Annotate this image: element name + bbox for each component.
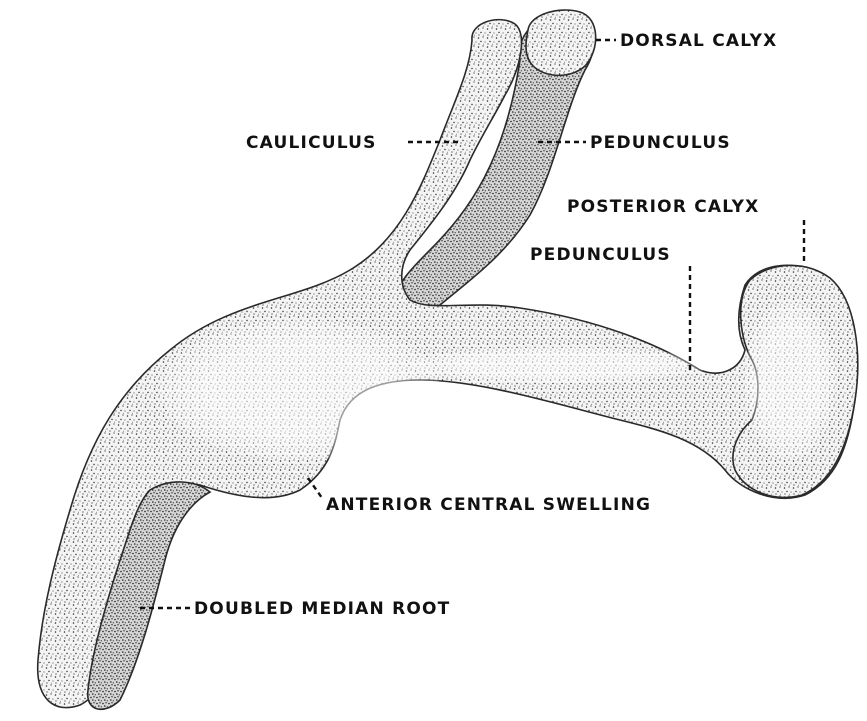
label-posterior-calyx: POSTERIOR CALYX — [567, 197, 759, 217]
label-pedunculus-lower: PEDUNCULUS — [530, 245, 671, 265]
dorsal-calyx-shape — [526, 10, 596, 75]
label-doubled-median-root: DOUBLED MEDIAN ROOT — [194, 599, 450, 619]
label-dorsal-calyx: DORSAL CALYX — [620, 31, 777, 51]
label-cauliculus: CAULICULUS — [246, 133, 377, 153]
label-anterior-central-swelling: ANTERIOR CENTRAL SWELLING — [326, 495, 651, 515]
leader-anterior-central-swelling — [308, 478, 322, 498]
label-pedunculus-upper: PEDUNCULUS — [590, 133, 731, 153]
